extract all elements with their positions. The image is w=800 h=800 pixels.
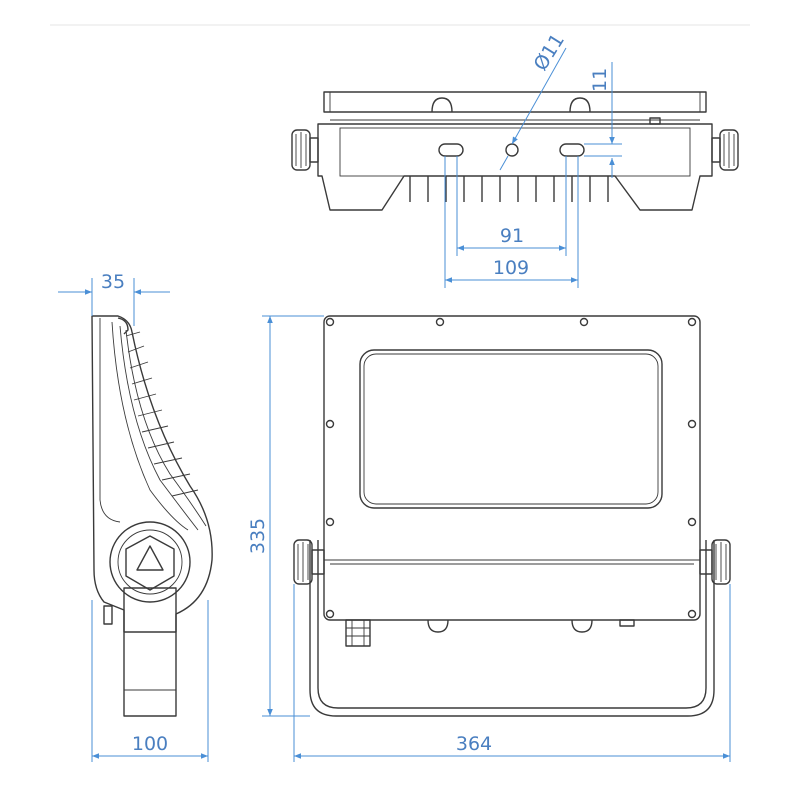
side-depth-top-label: 35	[101, 271, 125, 293]
front-screws	[325, 317, 697, 619]
side-view	[91, 315, 213, 717]
side-fins	[125, 331, 199, 497]
front-bracket-inner	[317, 540, 707, 709]
front-bump-right	[571, 619, 593, 633]
front-bump-left	[427, 619, 449, 633]
front-knob-left	[293, 539, 325, 585]
top-knob-right	[711, 129, 739, 171]
inner-spacing-label: 91	[500, 225, 524, 247]
top-knob-left	[291, 129, 319, 171]
top-center-hole	[505, 143, 519, 157]
front-led-panel	[359, 349, 663, 509]
top-slot-right	[559, 143, 585, 157]
side-view-dimensions: 35 100	[58, 271, 209, 762]
front-view-dimensions: 335 364	[247, 315, 731, 762]
front-plate	[323, 315, 701, 621]
top-slot-left	[438, 143, 464, 157]
top-back-plate	[323, 91, 707, 113]
top-bump-right	[569, 97, 591, 113]
top-bump-left	[431, 97, 453, 113]
top-body	[317, 123, 713, 211]
side-housing	[91, 315, 213, 633]
top-view	[291, 91, 739, 211]
front-knob-right	[699, 539, 731, 585]
height-label: 335	[247, 518, 269, 554]
front-view	[293, 315, 731, 717]
width-label: 364	[456, 733, 492, 755]
side-depth-bottom-label: 100	[132, 733, 168, 755]
outer-spacing-label: 109	[493, 257, 529, 279]
side-hex-knob	[125, 535, 175, 591]
top-view-dimensions: Ø11 11 91 109	[444, 30, 622, 288]
diameter-leader	[511, 47, 567, 145]
top-fins	[409, 176, 609, 202]
front-bracket-outer	[309, 540, 715, 717]
side-pivot-outer	[109, 521, 191, 603]
front-cable-gland	[345, 619, 371, 647]
slot-depth-label: 11	[589, 68, 611, 92]
side-bracket	[123, 587, 177, 717]
side-triangle-mark	[136, 545, 164, 571]
